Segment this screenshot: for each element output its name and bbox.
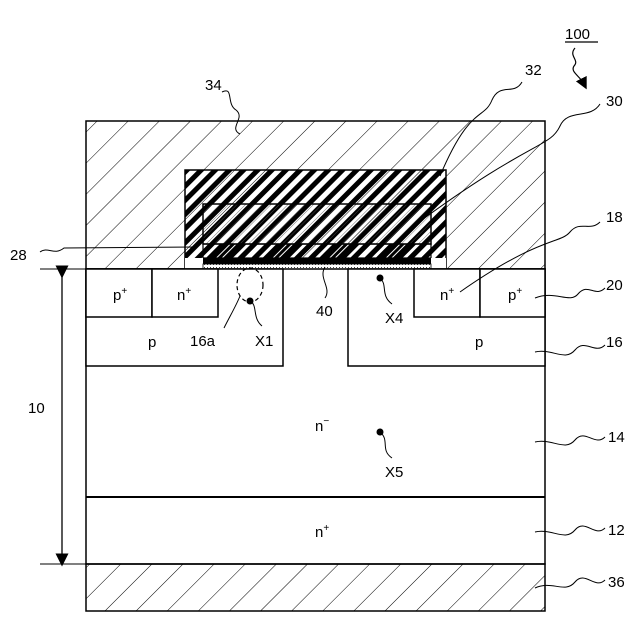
ref-16a-label: 16a [190,333,216,350]
ref-20-label: 20 [606,277,623,294]
ref-18-label: 18 [606,209,623,226]
ref-40-label: 40 [316,303,333,320]
ref-14-label: 14 [608,429,625,446]
ref-30-label: 30 [606,93,623,110]
ref-12-label: 12 [608,522,625,539]
gate-insulator-28 [203,244,431,258]
ref-100-label: 100 [565,26,590,43]
ref-28-label: 28 [10,247,27,264]
ref-32-label: 32 [525,62,542,79]
label-p-right: p [475,334,483,351]
ref-34-label: 34 [205,77,222,94]
gate-insulator-28-lower [203,258,431,264]
label-x4: X4 [385,310,403,327]
ref-10-label: 10 [28,400,45,417]
gate-electrode-30 [203,204,431,244]
ref-100-arrow [573,48,584,84]
label-x1: X1 [255,333,273,350]
label-x5: X5 [385,464,403,481]
label-p-left: p [148,334,156,351]
ref-16-label: 16 [606,334,623,351]
ref-36-label: 36 [608,574,625,591]
drain-electrode-36 [86,564,545,611]
